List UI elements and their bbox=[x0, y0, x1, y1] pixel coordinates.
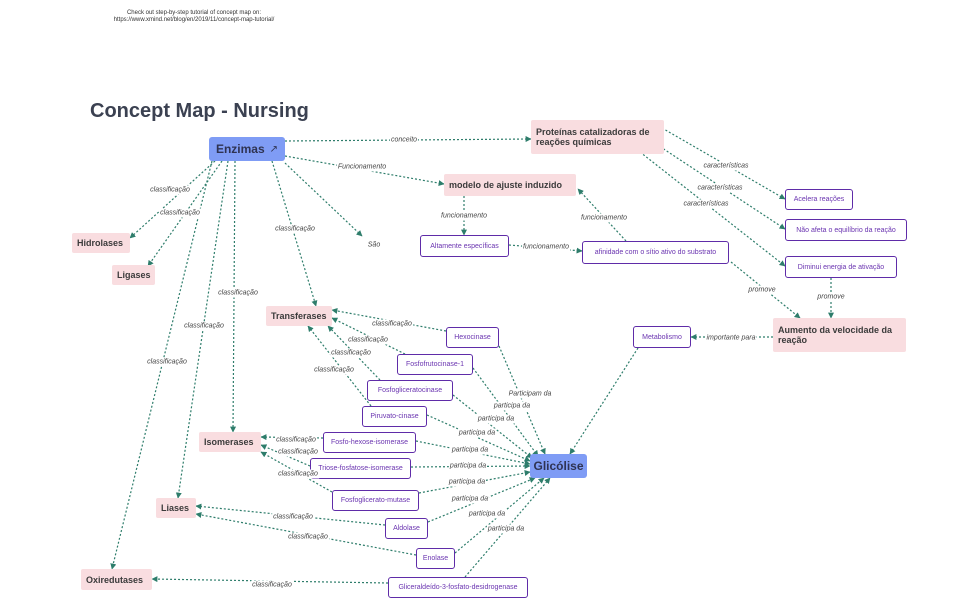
edge-label-importante-para: importante para bbox=[705, 333, 757, 343]
edge-label-sao: São bbox=[366, 240, 382, 250]
node-enzimas[interactable]: Enzimas ↗ bbox=[209, 137, 285, 161]
node-isomerases[interactable]: Isomerases bbox=[199, 432, 261, 452]
connector-line-28 bbox=[151, 576, 389, 584]
node-fosfogliceratocinase[interactable]: Fosfogliceratocinase bbox=[367, 380, 453, 401]
connector-line-31 bbox=[452, 394, 533, 459]
edge-label-participa-5: participa da bbox=[448, 461, 488, 471]
node-transferases[interactable]: Transferases bbox=[266, 306, 332, 326]
edge-label-classificacao-mutase: classificação bbox=[277, 469, 319, 479]
node-hidrolases[interactable]: Hidrolases bbox=[72, 233, 130, 253]
edge-label-caracteristicas-2: características bbox=[696, 183, 744, 193]
connector-line-13 bbox=[129, 160, 216, 239]
edge-label-participa-7: participa da bbox=[450, 494, 490, 504]
node-fosfofrutocinase[interactable]: Fosfofrutocinase-1 bbox=[397, 354, 473, 375]
edge-label-classificacao-4: classificação bbox=[217, 288, 259, 298]
node-diminui[interactable]: Diminui energia de ativação bbox=[785, 256, 897, 278]
node-piruvato-cinase[interactable]: Piruvato-cinase bbox=[362, 406, 427, 427]
node-acelera[interactable]: Acelera reações bbox=[785, 189, 853, 210]
edge-label-funcionamento-3: funcionamento bbox=[522, 242, 570, 252]
tutorial-note: Check out step-by-step tutorial of conce… bbox=[110, 10, 278, 24]
node-modelo[interactable]: modelo de ajuste induzido bbox=[444, 174, 576, 196]
tutorial-note-line2: https://www.xmind.net/blog/en/2019/11/co… bbox=[113, 17, 275, 23]
edge-label-classificacao-glic: classificação bbox=[251, 580, 293, 590]
tutorial-note-line1: Check out step-by-step tutorial of conce… bbox=[126, 10, 262, 16]
connector-line-16 bbox=[230, 160, 237, 433]
node-liases[interactable]: Liases bbox=[156, 498, 196, 518]
edge-label-classificacao-aldolase: classificação bbox=[272, 512, 314, 522]
edge-label-classificacao-1: classificação bbox=[149, 185, 191, 195]
edge-label-participa-2: participa da bbox=[476, 414, 516, 424]
connector-line-1 bbox=[284, 136, 532, 143]
edge-label-classificacao-3: classificação bbox=[274, 224, 316, 234]
node-ligases[interactable]: Ligases bbox=[112, 265, 155, 285]
connector-line-32 bbox=[426, 414, 531, 462]
node-gliceraldeido[interactable]: Gliceraldeído-3-fosfato-desidrogenase bbox=[388, 577, 528, 598]
map-title: Concept Map - Nursing bbox=[90, 100, 309, 122]
connector-line-30 bbox=[472, 367, 539, 457]
edge-label-participa-9: participa da bbox=[486, 524, 526, 534]
edge-label-caracteristicas-3: características bbox=[682, 199, 730, 209]
edge-label-classificacao-piruvato: classificação bbox=[313, 365, 355, 375]
edge-label-participa-4: participa da bbox=[450, 445, 490, 455]
node-enolase[interactable]: Enolase bbox=[416, 548, 455, 569]
connector-line-17 bbox=[175, 160, 229, 499]
connector-line-15 bbox=[271, 160, 318, 307]
node-fosfoglicerato-mutase[interactable]: Fosfoglicerato-mutase bbox=[332, 490, 419, 511]
node-aumento[interactable]: Aumento da velocidade da reação bbox=[773, 318, 906, 352]
edge-label-funcionamento-2: funcionamento bbox=[580, 213, 628, 223]
edge-label-promove-2: promove bbox=[816, 292, 846, 302]
connector-line-27 bbox=[195, 512, 417, 556]
node-altamente[interactable]: Altamente específicas bbox=[420, 235, 509, 257]
node-glicolise[interactable]: Glicólise bbox=[530, 454, 587, 478]
node-proteinas[interactable]: Proteínas catalizadoras de reações quími… bbox=[531, 120, 664, 154]
node-afinidade[interactable]: afinidade com o sítio ativo do substrato bbox=[582, 241, 729, 264]
edge-label-funcionamento-1: funcionamento bbox=[440, 211, 488, 221]
edge-label-participam-da: Participam da bbox=[507, 389, 553, 399]
node-enzimas-label: Enzimas bbox=[215, 142, 265, 156]
edge-label-classificacao-5: classificação bbox=[183, 321, 225, 331]
node-triose-fosfatose-isomerase[interactable]: Triose-fosfatose-isomerase bbox=[310, 458, 411, 479]
edge-label-promove-1: promove bbox=[747, 285, 777, 295]
connector-line-33 bbox=[415, 440, 531, 466]
edge-label-conceito: conceito bbox=[389, 135, 419, 145]
edge-label-classificacao-triose: classificação bbox=[277, 447, 319, 457]
node-nao-afeta[interactable]: Não afeta o equilíbrio da reação bbox=[785, 219, 907, 241]
node-metabolismo[interactable]: Metabolismo bbox=[633, 326, 691, 348]
connector-line-3 bbox=[284, 162, 363, 237]
connector-line-29 bbox=[498, 345, 546, 455]
connector-line-39 bbox=[569, 347, 639, 455]
edge-label-classificacao-fosfoglic: classificação bbox=[330, 348, 372, 358]
node-oxiredutases[interactable]: Oxiredutases bbox=[81, 569, 152, 590]
edge-label-classificacao-enolase: classificação bbox=[287, 532, 329, 542]
node-aldolase[interactable]: Aldolase bbox=[385, 518, 428, 539]
edge-label-classificacao-6: classificação bbox=[146, 357, 188, 367]
edge-label-classificacao-hexo: classificação bbox=[371, 319, 413, 329]
edge-label-caracteristicas-1: características bbox=[702, 161, 750, 171]
edge-label-classificacao-fosfofruto: classificação bbox=[347, 335, 389, 345]
edge-label-funcionamento: Funcionamento bbox=[336, 162, 388, 172]
edge-label-participa-6: participa da bbox=[447, 477, 487, 487]
external-link-icon[interactable]: ↗ bbox=[269, 143, 279, 155]
edge-label-participa-1: participa da bbox=[492, 401, 532, 411]
edge-label-classificacao-2: classificação bbox=[159, 208, 201, 218]
connector-line-22 bbox=[307, 325, 372, 407]
edge-label-participa-8: participa da bbox=[467, 509, 507, 519]
connector-line-24 bbox=[260, 444, 311, 467]
node-fosfo-hexose-isomerase[interactable]: Fosfo-hexose-isomerase bbox=[323, 432, 416, 453]
edge-label-classificacao-fosfohex: classificação bbox=[275, 435, 317, 445]
edge-label-participa-3: participa da bbox=[457, 428, 497, 438]
node-hexocinase[interactable]: Hexocinase bbox=[446, 327, 499, 348]
connector-line-9 bbox=[639, 151, 786, 267]
connector-line-37 bbox=[454, 477, 545, 554]
